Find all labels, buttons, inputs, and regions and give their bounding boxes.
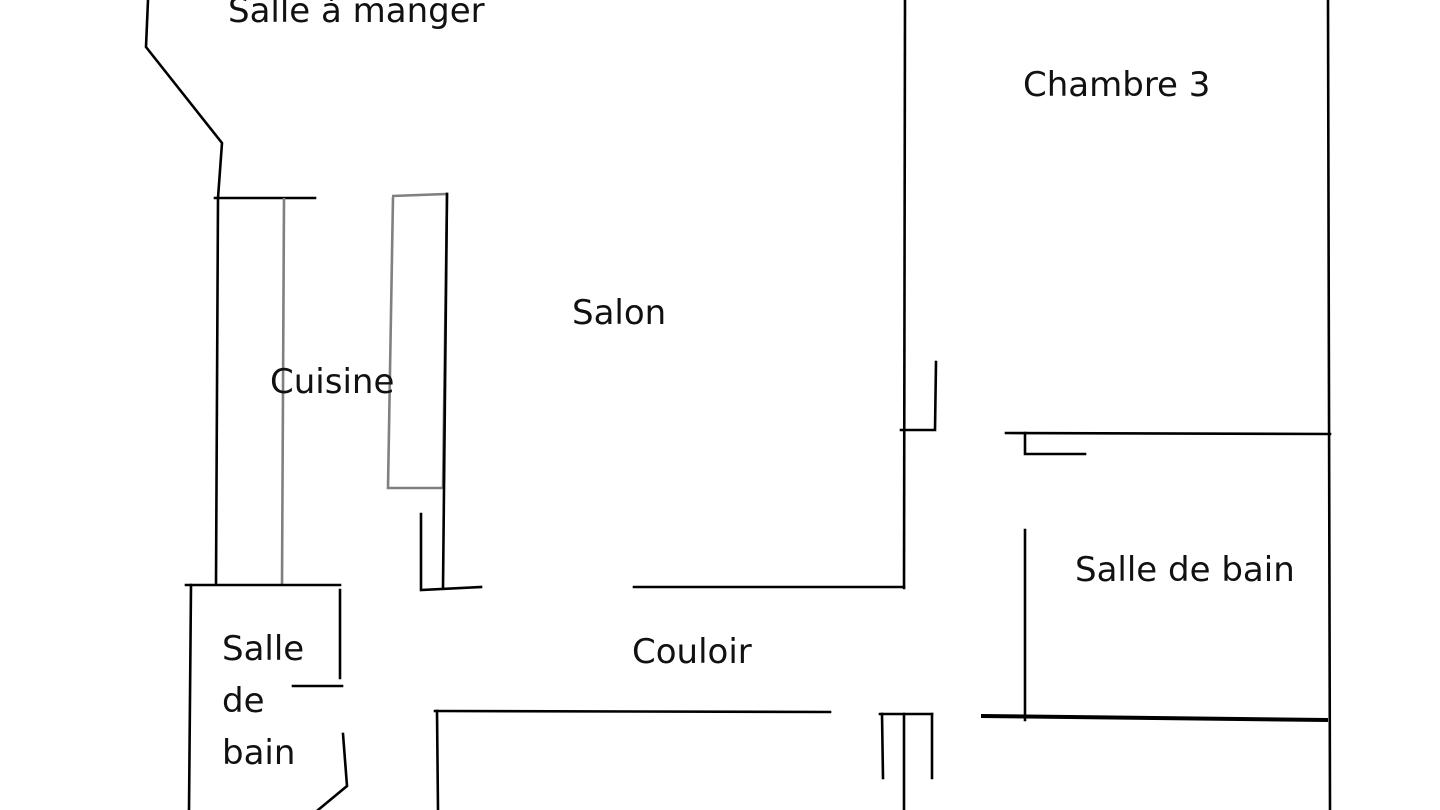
wall-corridor-bottom-left	[435, 709, 440, 810]
label-salle-de-bain-right: Salle de bain	[1075, 550, 1295, 590]
label-salle-de-bain-left-line-3: bain	[222, 733, 295, 773]
wall-kitchen-right	[441, 192, 449, 590]
door-chambre	[1023, 431, 1087, 456]
wall-dining-left	[144, 0, 224, 200]
label-cuisine: Cuisine	[270, 362, 394, 402]
label-chambre-3: Chambre 3	[1023, 65, 1210, 105]
wall-left-bath-right-lower	[316, 732, 349, 810]
label-salle-de-bain-left-line-2: de	[222, 681, 265, 721]
wall-kitchen-left	[214, 196, 220, 585]
kitchen-counter-divider	[280, 197, 286, 586]
wall-left-bath-left	[187, 583, 193, 810]
label-salle-de-bain-left-line-1: Salle	[222, 629, 304, 669]
label-salon: Salon	[572, 293, 666, 333]
door-salon	[899, 360, 938, 432]
door-bottom-jamb-1	[880, 712, 885, 780]
wall-chambre-bottom	[1004, 431, 1332, 436]
wall-corridor-bottom	[433, 709, 832, 714]
wall-right-bath-bottom	[980, 714, 1329, 722]
wall-salon-right	[902, 0, 907, 590]
kitchen-counter-right	[386, 192, 449, 490]
door-kitchen	[419, 512, 483, 592]
label-salle-a-manger: Salle à manger	[228, 0, 485, 31]
label-couloir: Couloir	[632, 632, 752, 672]
wall-outer-right	[1326, 0, 1332, 810]
